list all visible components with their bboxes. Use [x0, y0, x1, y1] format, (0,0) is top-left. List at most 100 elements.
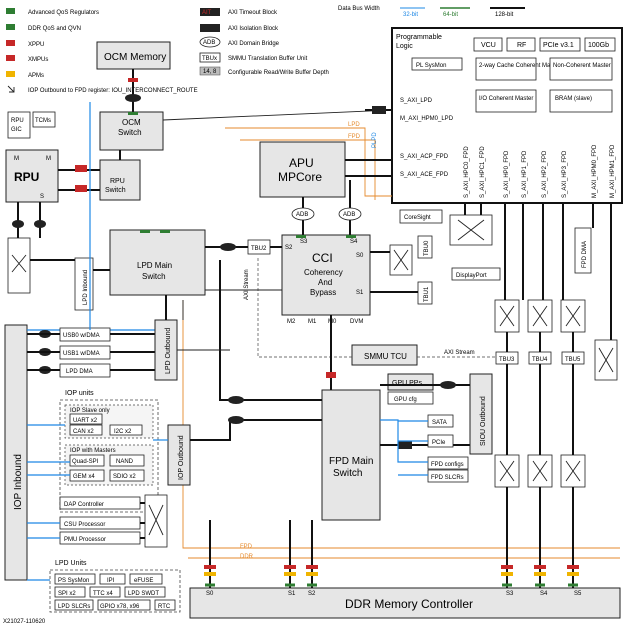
ps-sysmon-block [54, 573, 96, 585]
nand-label: NAND [116, 459, 134, 465]
tbu1-label: TBU1 [424, 286, 430, 302]
ddr-port-s3: S3 [506, 591, 514, 597]
gpio-block [97, 599, 151, 611]
legend-adb-label: AXI Domain Bridge [228, 41, 280, 47]
rf-box [506, 37, 536, 52]
sata-label: SATA [432, 420, 447, 426]
ocm-switch-block [99, 111, 164, 151]
ocm-switch-label-2: Switch [118, 128, 142, 137]
pl-sysmon-box [411, 57, 463, 71]
can-label: CAN x2 [73, 429, 94, 435]
ddr-port-s1: S1 [288, 591, 296, 597]
ps-sysmon-label: PS SysMon [58, 578, 89, 584]
uart-block [69, 413, 103, 425]
smmu-tcu-label: SMMU TCU [364, 352, 407, 361]
port-m-hpm1: M_AXI_HPM1_FPD [610, 144, 616, 198]
lpd-main-qos-2 [160, 230, 170, 233]
io-coherent-master-box [475, 89, 537, 113]
usb1-label: USB1 w/DMA [63, 351, 100, 357]
programmable-logic: Programmable Logic VCU RF PCIe v3.1 100G… [391, 27, 623, 204]
pcie-label: PCIe [432, 440, 446, 446]
fpd-domain-label: FPD [348, 134, 361, 140]
buffer-depth-symbol [199, 66, 221, 76]
spi-label: SPI x2 [58, 591, 76, 597]
legend: Advanced QoS Regulators DDR QoS and QVN … [6, 6, 525, 94]
xmpu-swatch [6, 55, 15, 61]
plpd-domain-label: PLPD [372, 132, 378, 148]
ocm-ait [125, 94, 141, 102]
cci-port-s1: S1 [356, 290, 364, 296]
displayport-label: DisplayPort [456, 273, 487, 279]
apu-adb-2 [338, 207, 362, 221]
pl-title-2: Logic [396, 43, 413, 50]
gpu-cfg-block [387, 391, 434, 405]
port-s-axi-ace-fpd: S_AXI_ACE_FPD [400, 172, 449, 178]
fpd-config-links [380, 419, 428, 476]
fpd-lower-label: FPD [240, 544, 253, 550]
apu-label-1: APU [289, 156, 314, 170]
apu-mpcore-block [259, 141, 346, 198]
rpu-gic-block [7, 111, 31, 139]
bus-128-label: 128-bit [495, 12, 514, 18]
bus-64-label: 64-bit [443, 12, 458, 18]
pl-sysmon-label: PL SysMon [416, 63, 446, 69]
lpd-main-label-1: LPD Main [137, 261, 172, 270]
ipi-label: IPI [107, 578, 115, 584]
tbu0-label: TBU0 [424, 240, 430, 256]
cci-qos-1 [296, 235, 306, 238]
quadspi-label: Quad-SPI [72, 459, 99, 465]
lpd-main-switch [109, 229, 206, 296]
iop-inbound-label: IOP Inbound [13, 454, 24, 510]
bus-32-label: 32-bit [403, 12, 418, 18]
i2c-label: I2C x2 [114, 429, 132, 435]
port-s-axi-lpd: S_AXI_LPD [400, 98, 433, 104]
cci-port-dvm: DVM [350, 319, 363, 325]
nand-block [109, 454, 145, 467]
cci-port-s2: S2 [285, 245, 293, 251]
non-coherent-master-box [549, 57, 613, 81]
legend-apm-label: APMs [28, 73, 44, 79]
lpd-main-qos-1 [140, 230, 150, 233]
100gb-box [584, 37, 616, 52]
lpd-inbound-label: LPD Inbound [83, 270, 89, 305]
rpu-switch-label-2: Switch [105, 187, 126, 194]
bus-width-title: Data Bus Width [338, 6, 380, 12]
ocm-qos [128, 112, 138, 115]
rpu-m-right: M [46, 156, 51, 162]
legend-buffer-label: Configurable Read/Write Buffer Depth [228, 70, 329, 76]
cci-port-s4: S4 [350, 239, 358, 245]
dap-label: DAP Controller [64, 502, 104, 508]
ait-symbol-label: AIT [202, 10, 212, 16]
fpd-main-label-1: FPD Main [329, 456, 373, 467]
i2c-block [109, 424, 143, 436]
misc-connections [89, 102, 470, 441]
100gb-label: 100Gb [588, 42, 609, 49]
cci-port-s3: S3 [300, 239, 308, 245]
ddr-controller-label: DDR Memory Controller [345, 597, 473, 611]
tbu0-block [417, 235, 433, 259]
ddr-port-s5: S5 [574, 591, 582, 597]
qos-regulator-swatch [6, 8, 15, 14]
pl-frame [391, 27, 623, 204]
cci-label-3: And [318, 278, 332, 287]
lpd-outbound-label: LPD Outbound [165, 328, 172, 374]
io-coherent-master-label: I/O Coherent Master [479, 96, 533, 102]
fpd-slcrs-block [427, 469, 469, 483]
cci-port-s0: S0 [356, 253, 364, 259]
rtc-block [154, 599, 176, 611]
csu-pmu-crossbar-symbol [148, 504, 164, 536]
fpd-dma-label: FPD DMA [582, 241, 588, 268]
x1-crossbar-symbol [11, 254, 27, 273]
ddr-port-s4: S4 [540, 591, 548, 597]
legend-qos-label: Advanced QoS Regulators [28, 10, 99, 16]
pl-bottom-ports: S_AXI_HPC0_FPD S_AXI_HPC1_FPD S_AXI_HP0_… [464, 144, 616, 198]
legend-xmpu-label: XMPUs [28, 57, 48, 63]
rpu-gic-label-1: RPU [11, 118, 24, 124]
domain-boundaries: LPD FPD PLPD FPD DDR [182, 122, 620, 560]
gpu-cfg-label: GPU cfg [394, 397, 417, 403]
tcms-block [32, 111, 56, 128]
spi-block [54, 586, 86, 598]
rpu-m-left: M [14, 156, 19, 162]
legend-xppu-label: XPPU [28, 42, 44, 48]
